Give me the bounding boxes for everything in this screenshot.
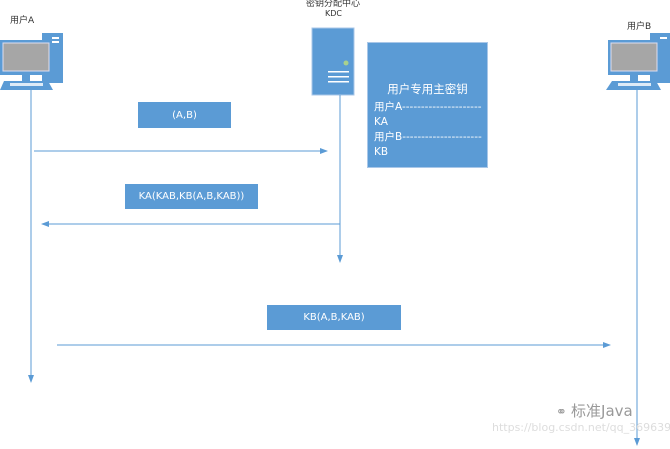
kdc-title-label: 密钥分配中心 xyxy=(306,0,361,9)
watermark-brand-text: 标准Java xyxy=(571,402,633,420)
user-a-label: 用户A xyxy=(10,16,35,26)
watermark-brand: ⚭ 标准Java xyxy=(556,400,633,421)
computer-b-icon xyxy=(606,33,670,90)
kdc-label: KDC xyxy=(325,9,342,18)
message-ab: (A,B) xyxy=(138,102,231,128)
key-row-b: 用户B---------------------KB xyxy=(374,131,482,158)
message-ka: KA(KAB,KB(A,B,KAB)) xyxy=(125,184,258,209)
wechat-icon: ⚭ xyxy=(556,405,572,420)
user-b-label: 用户B xyxy=(627,22,652,32)
kdc-server-icon xyxy=(311,27,355,96)
message-kb: KB(A,B,KAB) xyxy=(267,305,401,330)
key-row-a: 用户A---------------------KA xyxy=(374,101,482,128)
computer-a-icon xyxy=(0,33,63,90)
master-key-table: 用户专用主密钥 用户A---------------------KA 用户B--… xyxy=(367,42,488,168)
key-table-title: 用户专用主密钥 xyxy=(387,82,468,96)
watermark-url: https://blog.csdn.net/qq_36963950 xyxy=(492,421,670,434)
